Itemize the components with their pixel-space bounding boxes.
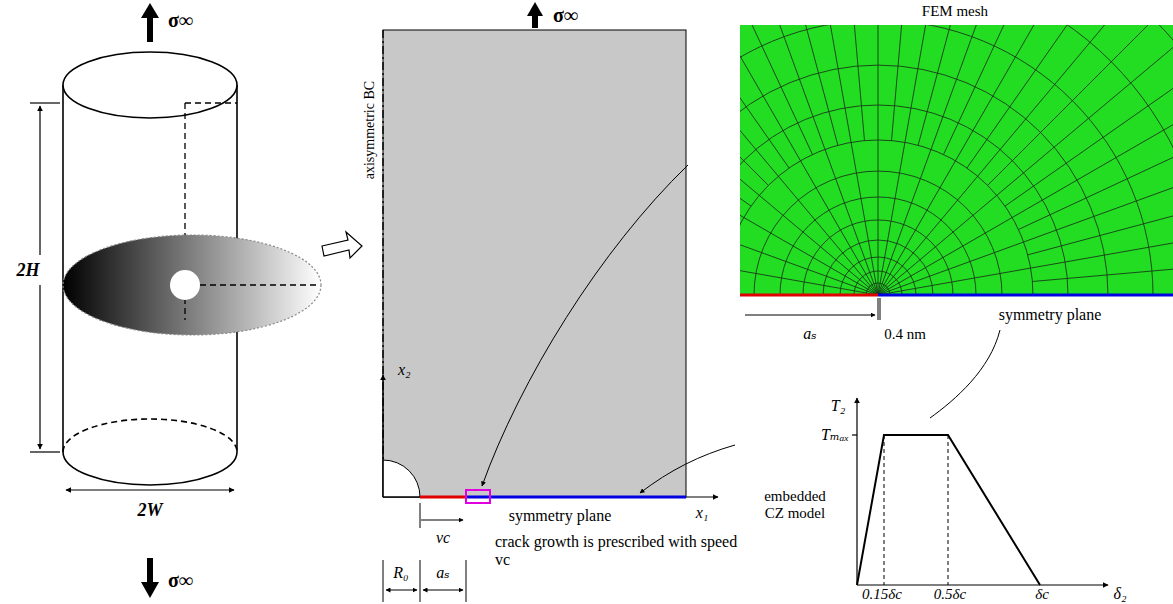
value-label: 0.5δc [934, 586, 966, 603]
boundary-label: axisymmetric BC [362, 81, 378, 179]
value-label: 0.15δc [862, 586, 902, 603]
model-domain [383, 30, 718, 503]
value-label: δc [1035, 586, 1049, 603]
load-label: σ∞ [553, 4, 578, 27]
axis-label: T₂ [831, 397, 845, 415]
note-text: crack growth is prescribed with speed vc [495, 533, 745, 570]
plane-label: symmetry plane [999, 306, 1102, 324]
dimension-label: aₛ [436, 564, 449, 582]
plane-label: symmetry plane [509, 507, 612, 525]
speed-label: vc [436, 529, 450, 547]
leader-lines [482, 165, 1000, 493]
dimension-label: 2W [137, 500, 162, 521]
value-label: Tₘₐₓ [821, 426, 849, 444]
crack-disc [63, 235, 321, 335]
dimension-lines [30, 103, 234, 490]
model-label: embedded CZ model [755, 488, 835, 523]
dimension-label: R₀ [393, 564, 408, 582]
load-label: σ∞ [168, 569, 193, 592]
mesh-dimensions [745, 298, 880, 320]
fem-mesh [358, 0, 1173, 295]
load-label: σ∞ [168, 9, 193, 32]
panel-title: FEM mesh [922, 3, 988, 20]
dimension-label: 2H [16, 260, 39, 281]
axis-label: δ₂ [1114, 585, 1127, 603]
model-dimensions [383, 503, 466, 602]
dimension-label: 0.4 nm [884, 326, 926, 343]
axis-label: x₂ [398, 361, 411, 379]
dimension-label: aₛ [803, 325, 816, 343]
cz-law-plot [852, 398, 1108, 585]
transform-arrow [322, 232, 362, 258]
axis-label: x₁ [696, 504, 709, 522]
